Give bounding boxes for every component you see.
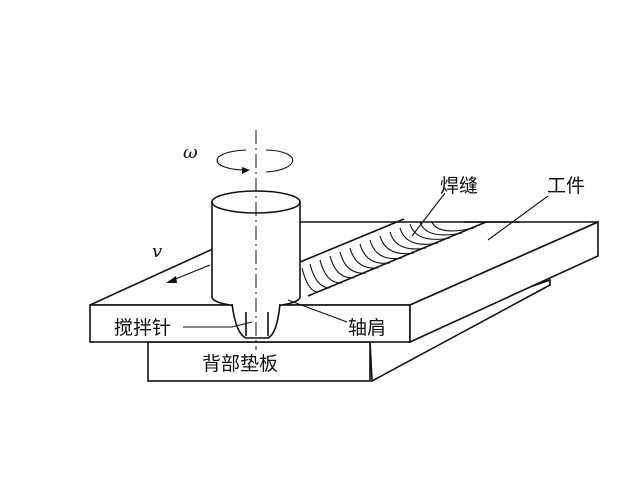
workpiece-side-face	[409, 220, 599, 344]
travel-direction: v	[152, 241, 211, 283]
leader-lines	[183, 192, 549, 328]
leader-weld-seam	[411, 192, 446, 237]
rotation-arc-left	[216, 149, 247, 171]
velocity-symbol: v	[152, 241, 162, 262]
label-stir-pin: 搅拌针	[114, 317, 171, 339]
rotation-arc-right	[265, 149, 294, 173]
label-weld-seam: 焊缝	[440, 175, 478, 197]
rotation-arrow: ω	[183, 142, 294, 174]
weld-ripples	[301, 221, 475, 293]
leader-shoulder	[287, 299, 348, 323]
backing-plate-front	[147, 341, 371, 382]
leader-workpiece	[487, 195, 549, 241]
leader-stir-pin	[183, 321, 253, 328]
label-workpiece: 工件	[547, 175, 585, 197]
seam-edge-left	[299, 218, 405, 263]
weld-seam	[299, 218, 520, 297]
backing-plate	[147, 278, 551, 383]
label-shoulder: 轴肩	[348, 317, 386, 339]
omega-symbol: ω	[183, 142, 198, 163]
travel-arrowhead	[166, 276, 177, 283]
rotation-arrowhead	[242, 167, 250, 174]
label-backing-plate: 背部垫板	[202, 353, 278, 375]
tool	[211, 130, 301, 350]
